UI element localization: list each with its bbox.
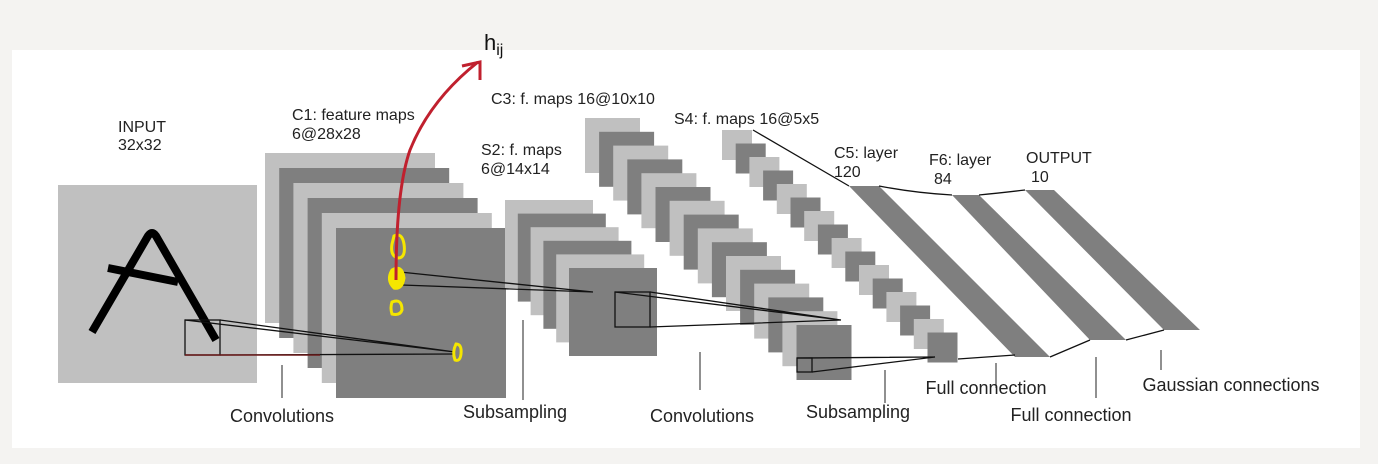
f6-layer [952, 195, 1126, 340]
s2-feature-map [569, 268, 657, 356]
input-label: INPUT [118, 119, 166, 136]
input-size: 32x32 [118, 137, 162, 154]
c1-label: C1: feature maps [292, 107, 415, 124]
op-gaussian-connections: Gaussian connections [1142, 375, 1319, 395]
input-image [58, 185, 257, 383]
output-size: 10 [1031, 169, 1049, 186]
f6-size: 84 [934, 171, 952, 188]
c5-size: 120 [834, 164, 861, 181]
output-label: OUTPUT [1026, 150, 1092, 167]
f6-label: F6: layer [929, 152, 992, 169]
op-subsampling-2: Subsampling [806, 402, 910, 422]
op-convolutions-1: Convolutions [230, 406, 334, 426]
connection-lines [184, 129, 1165, 373]
c3-label: C3: f. maps 16@10x10 [491, 91, 655, 108]
s4-label: S4: f. maps 16@5x5 [674, 111, 819, 128]
s2-size: 6@14x14 [481, 161, 550, 178]
c5-layer [849, 186, 1050, 357]
op-full-connection-1: Full connection [925, 378, 1046, 398]
s2-label: S2: f. maps [481, 142, 562, 159]
c1-feature-map [336, 228, 506, 398]
op-full-connection-2: Full connection [1010, 405, 1131, 425]
c1-size: 6@28x28 [292, 126, 361, 143]
operation-ticks [281, 320, 1162, 403]
arrow-head-icon [461, 60, 482, 80]
output-layer [1025, 190, 1200, 330]
letter-a-glyph [88, 229, 220, 342]
op-subsampling-1: Subsampling [463, 402, 567, 422]
hij-annotation: hij [484, 30, 503, 59]
c5-label: C5: layer [834, 145, 899, 162]
op-convolutions-2: Convolutions [650, 406, 754, 426]
annotation-arrow [394, 60, 479, 281]
